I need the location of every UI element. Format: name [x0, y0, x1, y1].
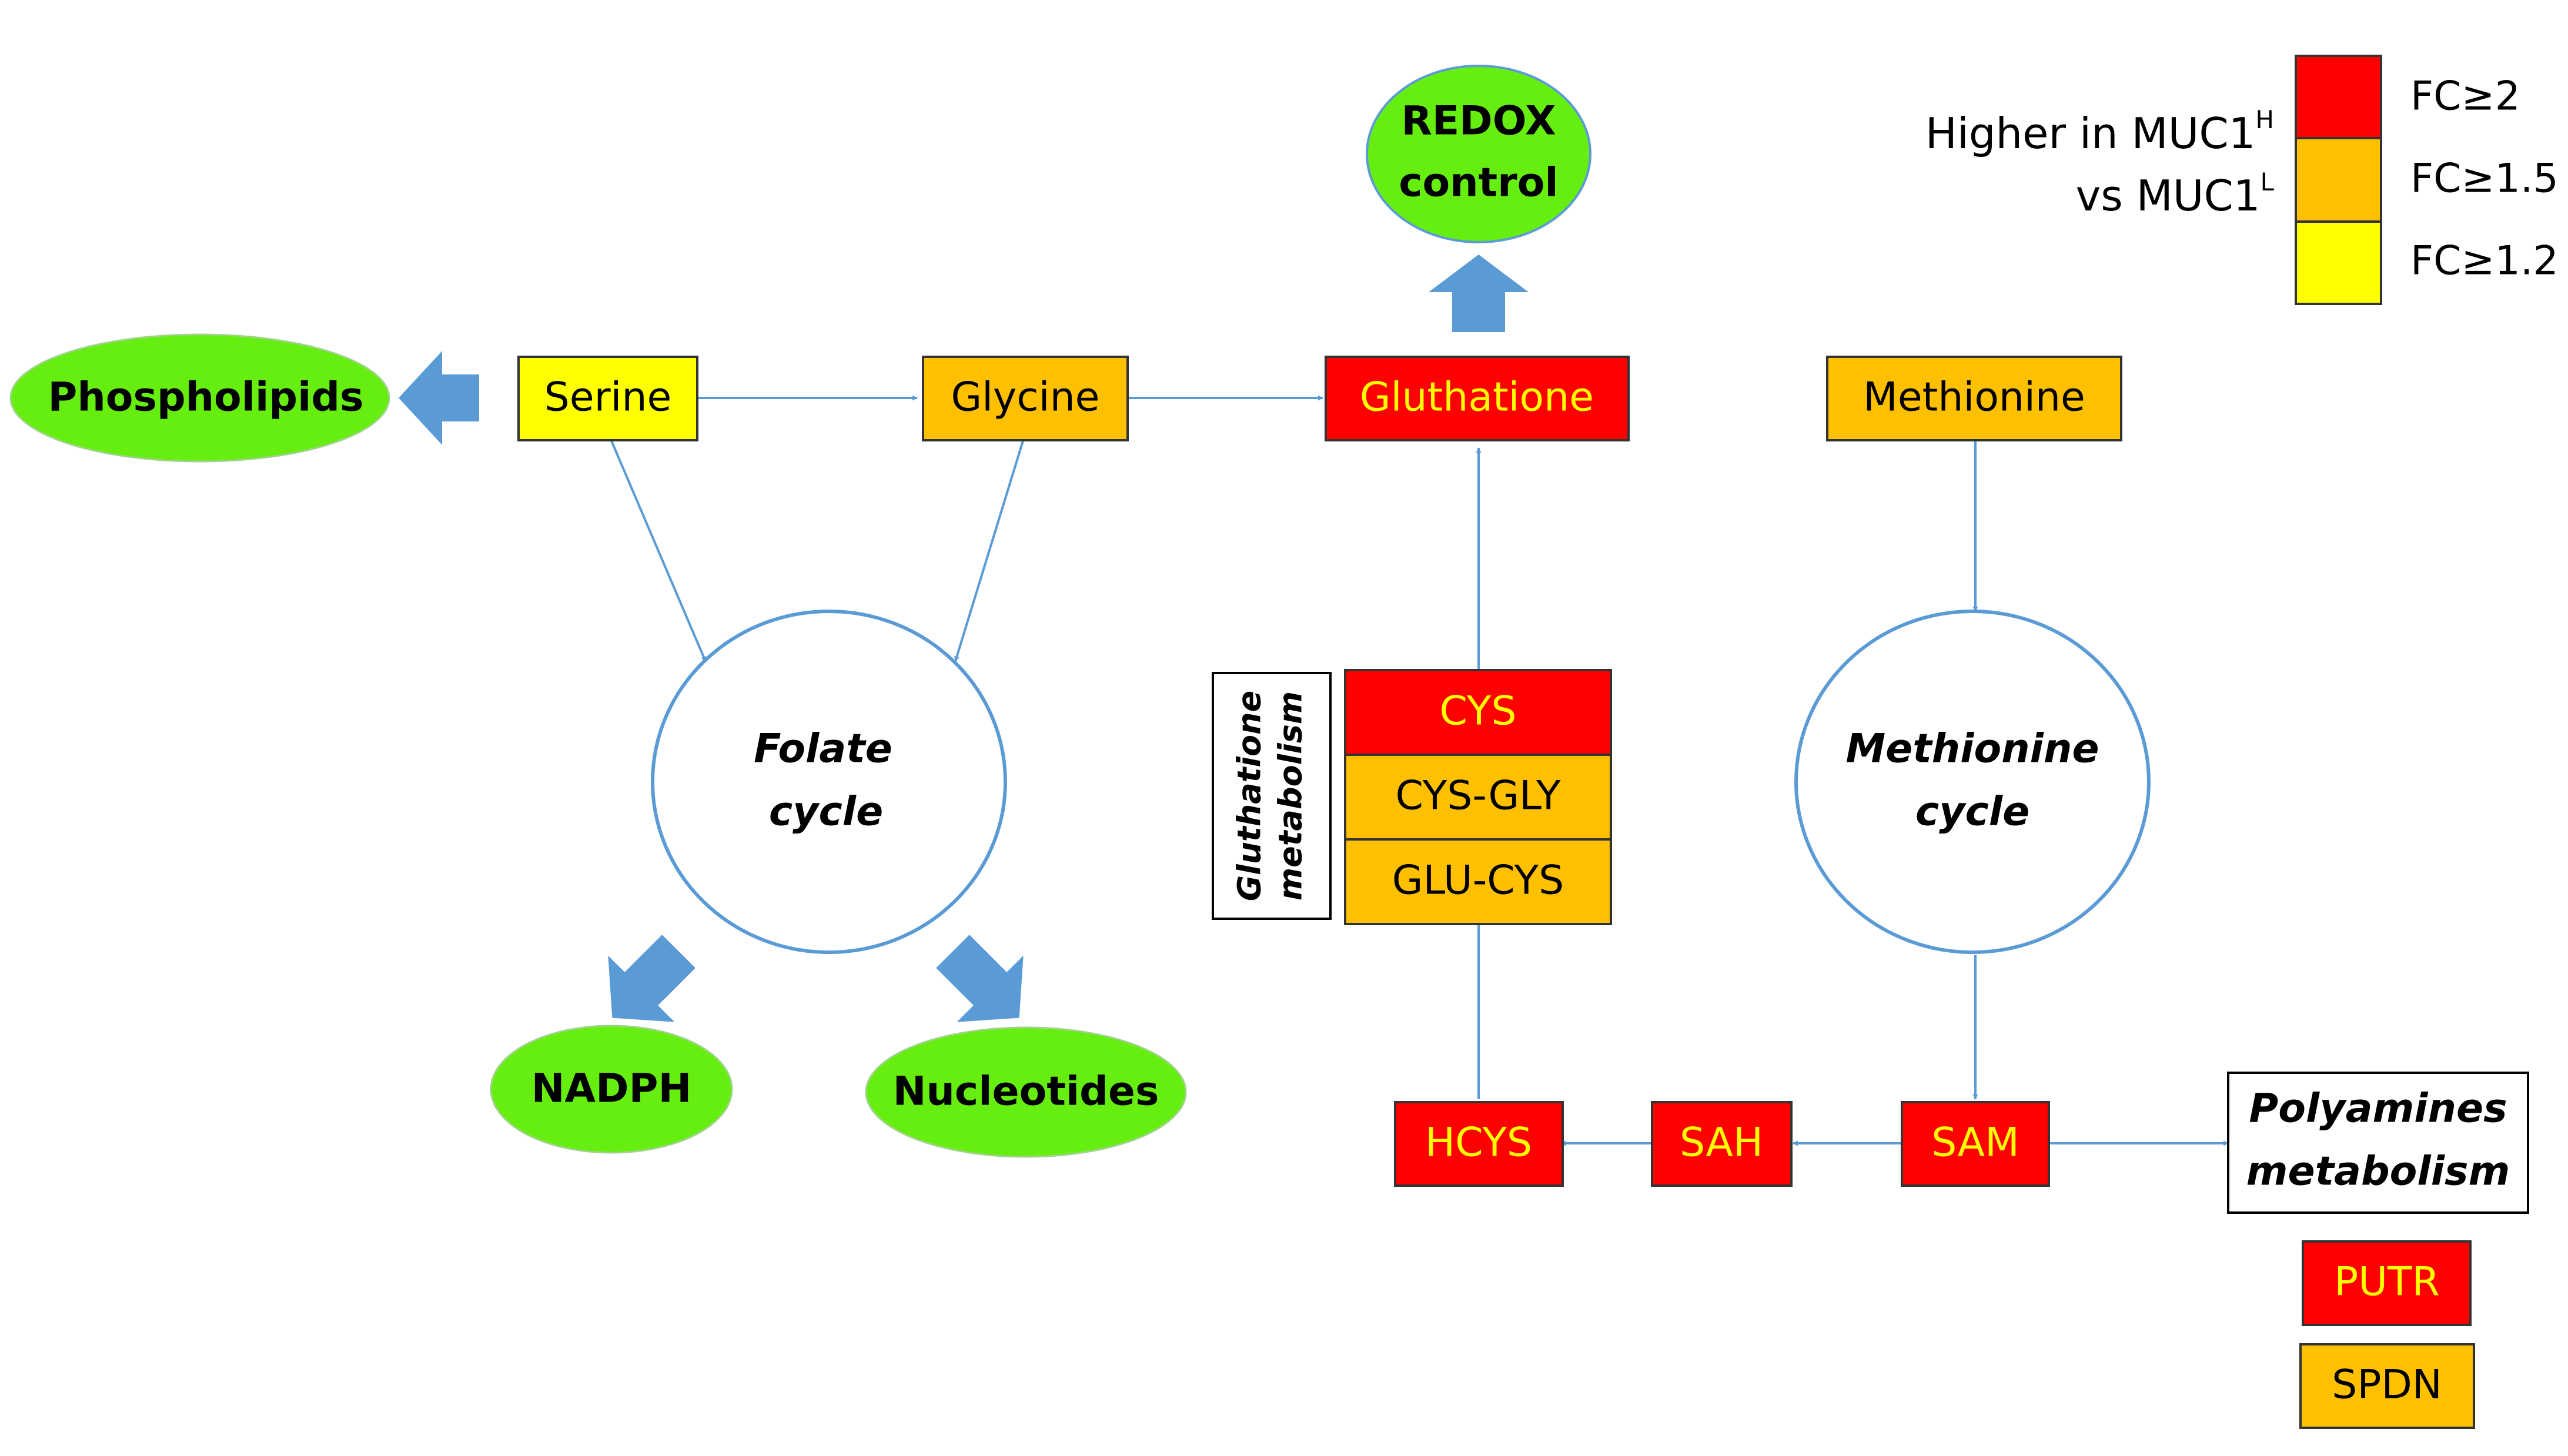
cycles: Folate cycle Methionine cycle	[651, 610, 2151, 954]
output-redox-label-line1: REDOX	[1401, 98, 1556, 145]
box-sah-label: SAH	[1680, 1120, 1763, 1166]
box-cys: CYS	[1344, 669, 1612, 756]
box-serine-label: Serine	[544, 374, 672, 421]
legend-title-line1: Higher in MUC1H	[1925, 105, 2274, 158]
box-glycine: Glycine	[922, 356, 1129, 441]
box-cys-gly-label: CYS-GLY	[1395, 773, 1561, 819]
box-hcys-label: HCYS	[1425, 1120, 1532, 1166]
gluthatione-metabolism-line2: metabolism	[1272, 691, 1309, 901]
box-glu-cys: GLU-CYS	[1344, 838, 1612, 925]
box-sam: SAM	[1901, 1101, 2050, 1187]
box-gluthatione-label: Gluthatione	[1360, 374, 1594, 421]
box-putr: PUTR	[2302, 1240, 2472, 1326]
output-nadph: NADPH	[490, 1025, 733, 1154]
arrow-serine-to-folate-cycle	[610, 440, 707, 662]
polyamines-label-line1: Polyamines	[2249, 1086, 2507, 1132]
box-gluthatione: Gluthatione	[1325, 356, 1630, 441]
box-methionine: Methionine	[1826, 356, 2122, 441]
box-spdn-label: SPDN	[2332, 1362, 2442, 1408]
methionine-cycle: Methionine cycle	[1794, 610, 2151, 954]
box-cys-label: CYS	[1440, 688, 1517, 735]
legend-swatch-fc1-2	[2295, 220, 2382, 305]
block-arrow-to-redox	[1429, 255, 1529, 332]
legend-swatch-fc2	[2295, 55, 2382, 139]
box-sam-label: SAM	[1931, 1120, 2019, 1166]
output-phospholipids: Phospholipids	[9, 333, 390, 463]
box-cys-gly: CYS-GLY	[1344, 754, 1612, 841]
box-putr-label: PUTR	[2334, 1259, 2440, 1306]
output-ellipses: Phospholipids REDOX control NADPH Nucleo…	[9, 65, 1591, 1158]
methionine-cycle-label-line2: cycle	[1915, 789, 2029, 835]
legend-label-fc1-5: FC≥1.5	[2410, 156, 2559, 202]
pathway-labels: Gluthatione metabolism Polyamines metabo…	[1212, 672, 2529, 1214]
box-glu-cys-label: GLU-CYS	[1392, 858, 1564, 904]
output-redox-label-line2: control	[1399, 160, 1559, 206]
legend-swatch-fc1-5	[2295, 137, 2382, 223]
folate-cycle-label-line2: cycle	[769, 789, 883, 835]
metabolite-boxes: Serine Glycine Gluthatione Methionine CY…	[517, 356, 2475, 1429]
box-spdn: SPDN	[2299, 1343, 2475, 1429]
gluthatione-metabolism-line1: Gluthatione	[1231, 691, 1268, 901]
arrow-glycine-to-folate-cycle	[954, 440, 1024, 662]
polyamines-metabolism-label: Polyamines metabolism	[2227, 1072, 2529, 1214]
block-arrow-to-phospholipids	[399, 351, 479, 445]
output-nucleotides-label: Nucleotides	[893, 1069, 1159, 1115]
box-serine: Serine	[517, 356, 698, 441]
box-hcys: HCYS	[1394, 1101, 1564, 1187]
block-arrow-to-nucleotides	[936, 935, 1024, 1022]
gluthatione-metabolism-label: Gluthatione metabolism	[1212, 672, 1332, 920]
polyamines-label-line2: metabolism	[2246, 1149, 2510, 1195]
output-phospholipids-label: Phospholipids	[48, 374, 364, 421]
output-nadph-label: NADPH	[531, 1066, 692, 1112]
pathway-arrows	[610, 395, 2229, 1146]
output-nucleotides: Nucleotides	[865, 1026, 1187, 1158]
block-arrow-to-nadph	[608, 935, 696, 1022]
legend-title-line2: vs MUC1L	[2076, 168, 2275, 220]
output-redox-control: REDOX control	[1366, 65, 1591, 243]
folate-cycle: Folate cycle	[651, 610, 1007, 954]
legend: Higher in MUC1H vs MUC1L FC≥2 FC≥1.5 FC≥…	[1925, 55, 2559, 305]
box-glycine-label: Glycine	[951, 374, 1099, 421]
legend-label-fc2: FC≥2	[2410, 73, 2520, 120]
block-arrows	[399, 255, 1529, 1022]
box-sah: SAH	[1651, 1101, 1793, 1187]
methionine-cycle-label-line1: Methionine	[1846, 726, 2099, 772]
box-methionine-label: Methionine	[1863, 374, 2085, 421]
legend-label-fc1-2: FC≥1.2	[2410, 238, 2559, 284]
folate-cycle-label-line1: Folate	[754, 726, 892, 772]
